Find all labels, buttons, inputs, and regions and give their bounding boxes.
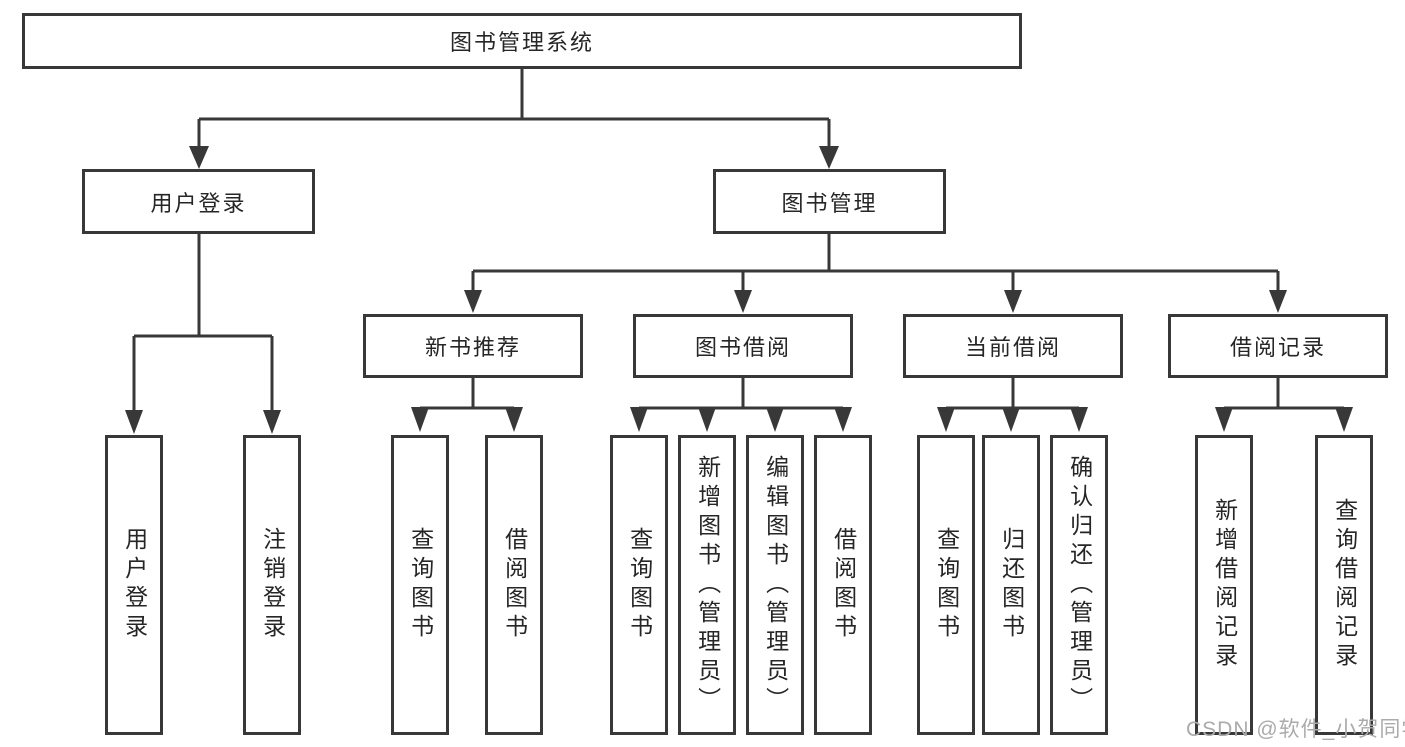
- node-user-login: 用户登录: [82, 169, 315, 234]
- node-book-management: 图书管理: [713, 169, 946, 234]
- node-book-borrow: 图书借阅: [633, 314, 853, 378]
- node-label: 查询图书: [407, 527, 434, 643]
- leaf-confirm-return-admin: 确认归还（管理员）: [1050, 435, 1108, 735]
- leaf-query-books-current: 查询图书: [917, 435, 975, 735]
- node-label: 注销登录: [259, 527, 286, 643]
- node-label: 借阅记录: [1229, 335, 1326, 360]
- node-label: 查询图书: [626, 527, 653, 643]
- node-label: 归还图书: [998, 527, 1025, 643]
- connector-new-book-children: [411, 378, 523, 432]
- node-label: 借阅图书: [501, 527, 528, 643]
- leaf-edit-book-admin: 编辑图书（管理员）: [746, 435, 804, 735]
- leaf-borrow-books-recommend: 借阅图书: [485, 435, 543, 735]
- node-current-borrow: 当前借阅: [903, 314, 1123, 378]
- leaf-query-books-recommend: 查询图书: [391, 435, 449, 735]
- node-label: 新增图书（管理员）: [694, 454, 721, 716]
- csdn-watermark: CSDN @软件_小贺同学: [1186, 718, 1405, 741]
- leaf-query-borrow-record: 查询借阅记录: [1315, 435, 1373, 735]
- node-label: 用户登录: [150, 190, 247, 216]
- connector-current-borrow-children: [937, 378, 1088, 432]
- node-label: 图书管理系统: [449, 30, 594, 55]
- node-label: 新增借阅记录: [1211, 498, 1238, 672]
- leaf-add-borrow-record: 新增借阅记录: [1195, 435, 1253, 735]
- connector-borrow-record-children: [1215, 378, 1353, 432]
- node-label: 新书推荐: [424, 335, 521, 360]
- node-label: 图书借阅: [694, 335, 791, 360]
- node-label: 查询借阅记录: [1331, 498, 1358, 672]
- node-label: 当前借阅: [964, 335, 1061, 360]
- leaf-query-books-borrow: 查询图书: [610, 435, 668, 735]
- leaf-add-book-admin: 新增图书（管理员）: [678, 435, 736, 735]
- node-new-book-recommend: 新书推荐: [363, 314, 583, 378]
- leaf-return-book: 归还图书: [982, 435, 1040, 735]
- node-borrow-record: 借阅记录: [1168, 314, 1388, 378]
- node-label: 借阅图书: [830, 527, 857, 643]
- connector-book-borrow-children: [630, 378, 852, 432]
- node-label: 用户登录: [121, 527, 148, 643]
- node-label: 编辑图书（管理员）: [762, 454, 789, 716]
- leaf-borrow-books: 借阅图书: [814, 435, 872, 735]
- leaf-logout: 注销登录: [243, 435, 301, 735]
- node-label: 图书管理: [781, 190, 878, 216]
- leaf-user-login: 用户登录: [105, 435, 163, 735]
- connector-book-management-children: [464, 234, 1287, 313]
- node-label: 确认归还（管理员）: [1066, 454, 1093, 716]
- connector-root-to-level1: [189, 69, 839, 169]
- connector-user-login-children: [125, 234, 281, 434]
- node-library-system: 图书管理系统: [22, 13, 1022, 69]
- node-label: 查询图书: [933, 527, 960, 643]
